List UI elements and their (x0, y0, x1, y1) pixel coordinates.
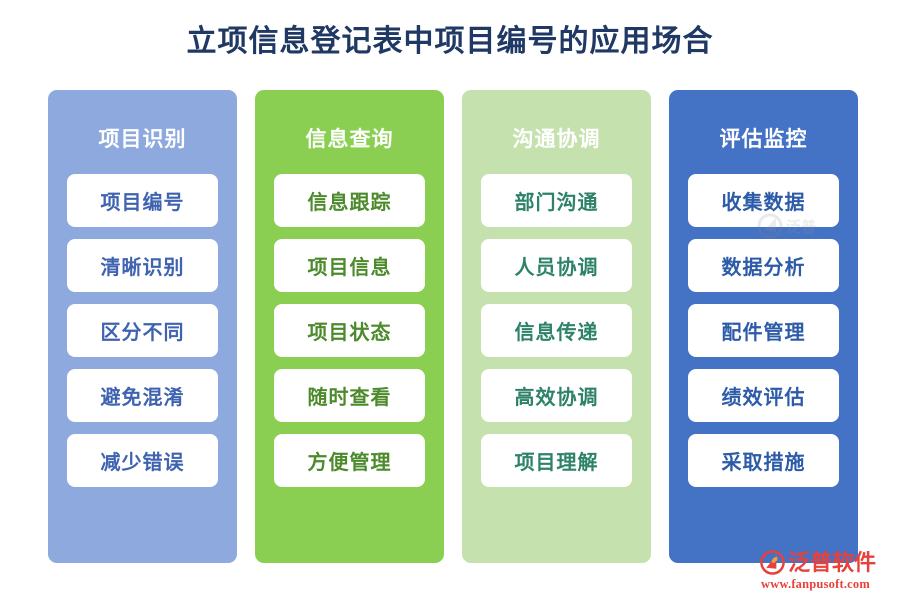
card-item[interactable]: 项目状态 (274, 304, 425, 357)
card-item[interactable]: 采取措施 (688, 434, 839, 487)
page-title: 立项信息登记表中项目编号的应用场合 (186, 25, 714, 58)
card-item[interactable]: 数据分析 (688, 239, 839, 292)
brand-logo[interactable]: 泛普软件 www.fanpusoft.com (760, 548, 896, 592)
card-item[interactable]: 项目理解 (481, 434, 632, 487)
column-card-list: 项目编号 清晰识别 区分不同 避免混淆 减少错误 (48, 174, 237, 487)
column-information-query[interactable]: 信息查询 信息跟踪 项目信息 项目状态 随时查看 方便管理 (255, 90, 444, 563)
fanpu-circle-swoosh-icon (760, 550, 785, 575)
card-item[interactable]: 信息跟踪 (274, 174, 425, 227)
column-header: 信息查询 (305, 128, 394, 151)
card-item[interactable]: 避免混淆 (67, 369, 218, 422)
card-item[interactable]: 项目信息 (274, 239, 425, 292)
column-card-list: 部门沟通 人员协调 信息传递 高效协调 项目理解 (462, 174, 651, 487)
card-item[interactable]: 人员协调 (481, 239, 632, 292)
brand-url: www.fanpusoft.com (761, 576, 870, 591)
column-card-list: 收集数据 数据分析 配件管理 绩效评估 采取措施 (669, 174, 858, 487)
card-item[interactable]: 部门沟通 (481, 174, 632, 227)
column-project-identification[interactable]: 项目识别 项目编号 清晰识别 区分不同 避免混淆 减少错误 (48, 90, 237, 563)
card-item[interactable]: 减少错误 (67, 434, 218, 487)
column-card-list: 信息跟踪 项目信息 项目状态 随时查看 方便管理 (255, 174, 444, 487)
card-item[interactable]: 收集数据 (688, 174, 839, 227)
card-item[interactable]: 区分不同 (67, 304, 218, 357)
column-header: 沟通协调 (512, 128, 601, 151)
card-item[interactable]: 配件管理 (688, 304, 839, 357)
card-item[interactable]: 清晰识别 (67, 239, 218, 292)
card-item[interactable]: 方便管理 (274, 434, 425, 487)
column-communication-coordination[interactable]: 沟通协调 部门沟通 人员协调 信息传递 高效协调 项目理解 (462, 90, 651, 563)
column-header: 评估监控 (719, 128, 808, 151)
card-item[interactable]: 高效协调 (481, 369, 632, 422)
brand-logo-row: 泛普软件 (760, 550, 876, 576)
card-item[interactable]: 项目编号 (67, 174, 218, 227)
column-header: 项目识别 (98, 128, 187, 151)
brand-name: 泛普软件 (788, 549, 877, 575)
card-item[interactable]: 随时查看 (274, 369, 425, 422)
card-item[interactable]: 信息传递 (481, 304, 632, 357)
category-columns: 项目识别 项目编号 清晰识别 区分不同 避免混淆 减少错误 信息查询 信息跟踪 … (48, 90, 858, 563)
card-item[interactable]: 绩效评估 (688, 369, 839, 422)
column-evaluation-monitoring[interactable]: 评估监控 收集数据 数据分析 配件管理 绩效评估 采取措施 泛普 (669, 90, 858, 563)
